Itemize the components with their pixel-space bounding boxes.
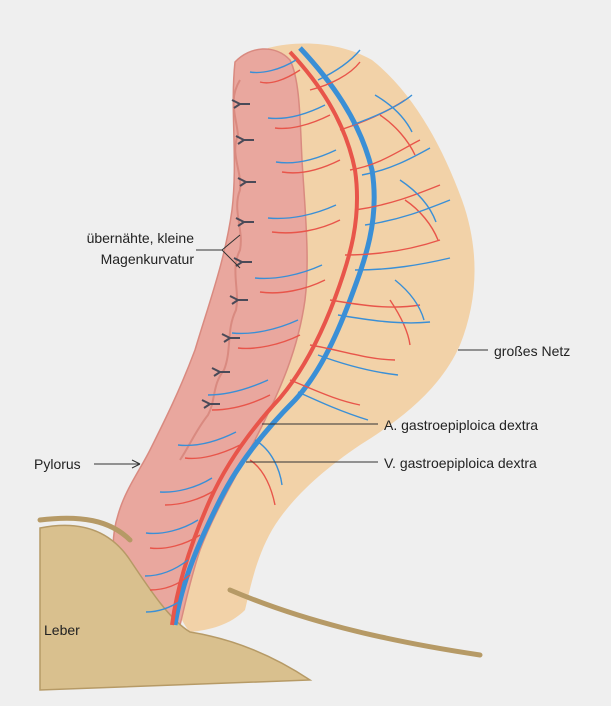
label-liver: Leber	[44, 622, 80, 638]
label-sutures-line2: Magenkurvatur	[24, 251, 194, 267]
label-artery: A. gastroepiploica dextra	[384, 417, 538, 433]
label-omentum: großes Netz	[494, 343, 570, 359]
label-sutures-line1: übernähte, kleine	[24, 230, 194, 246]
label-vein: V. gastroepiploica dextra	[384, 455, 537, 471]
label-pylorus: Pylorus	[34, 456, 81, 472]
